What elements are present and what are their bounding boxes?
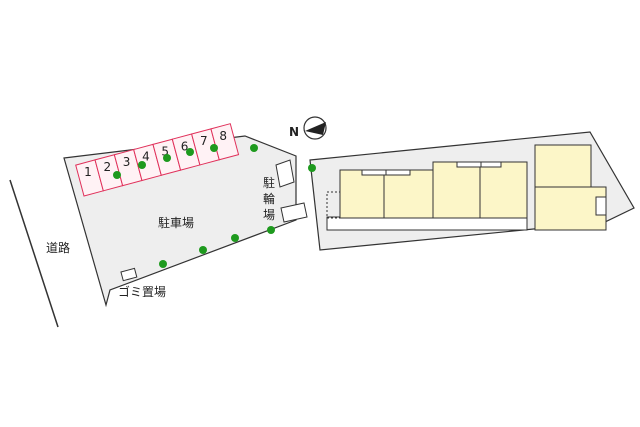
building-corridor <box>326 216 528 231</box>
compass-north-label: N <box>289 125 299 139</box>
tree <box>199 246 207 254</box>
road-label: 道路 <box>46 240 70 255</box>
parking-bay-4: 4 <box>133 143 162 182</box>
north-compass-icon: N <box>289 116 327 140</box>
tree <box>186 148 194 156</box>
parking-bay-number: 4 <box>142 150 150 164</box>
parking-label: 駐車場 <box>158 215 194 230</box>
tree <box>250 144 258 152</box>
road-edge-line <box>9 179 59 328</box>
building-unit-block <box>339 169 434 219</box>
bicycle-parking-label-2: 輪 <box>263 191 275 206</box>
bicycle-parking-label-3: 場 <box>263 208 275 222</box>
building-unit-block <box>534 186 607 231</box>
tree <box>163 154 171 162</box>
parking-bay-number: 5 <box>161 144 169 158</box>
tree <box>231 234 239 242</box>
garbage-label: ゴミ置場 <box>118 284 166 299</box>
bicycle-parking <box>275 159 308 223</box>
tree <box>159 260 167 268</box>
trees <box>113 144 316 268</box>
tree <box>113 171 121 179</box>
garbage-station <box>120 267 138 282</box>
parking-bay-number: 2 <box>103 160 111 174</box>
building-unit-block <box>534 144 592 188</box>
parking-bay-number: 3 <box>123 155 131 169</box>
parking-bay-number: 7 <box>200 134 208 148</box>
bicycle-parking-label-1: 駐 <box>263 175 275 190</box>
parking-bay-number: 8 <box>219 129 227 143</box>
tree <box>138 161 146 169</box>
tree <box>308 164 316 172</box>
tree <box>267 226 275 234</box>
tree <box>210 144 218 152</box>
parking-bay-number: 6 <box>181 139 189 153</box>
apartment-building <box>326 144 607 231</box>
parking-bay-number: 1 <box>84 165 92 179</box>
